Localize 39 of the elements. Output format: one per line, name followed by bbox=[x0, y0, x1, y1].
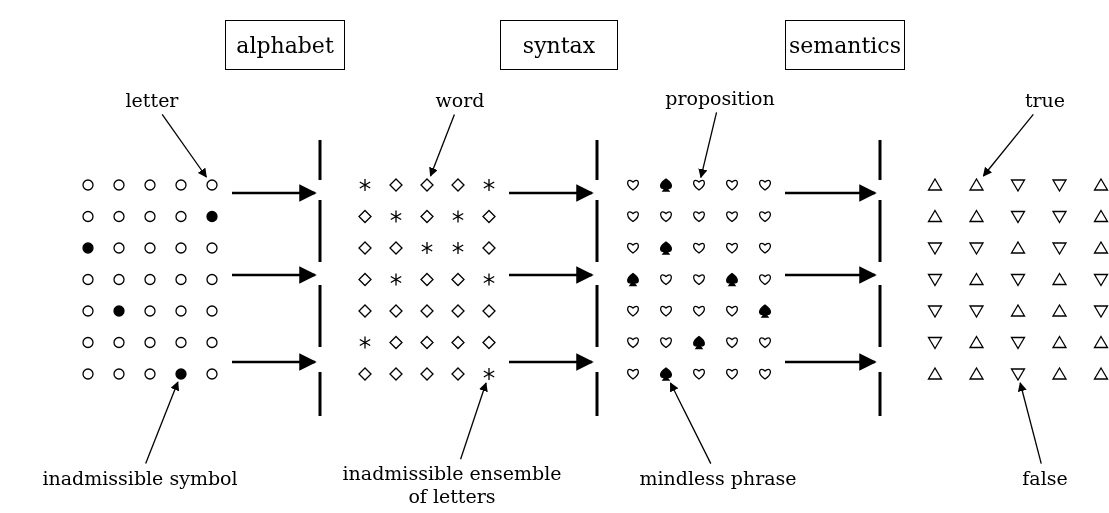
diamond-symbol bbox=[420, 178, 434, 192]
arrow bbox=[785, 184, 877, 202]
arrow bbox=[232, 184, 317, 202]
label-box: alphabet bbox=[225, 20, 345, 70]
arrow bbox=[232, 266, 317, 284]
callout-text: true bbox=[1024, 88, 1066, 112]
leader-line bbox=[429, 113, 456, 177]
circle-symbol bbox=[206, 179, 218, 191]
dot-symbol bbox=[175, 368, 187, 380]
barrier-line bbox=[878, 140, 882, 416]
triangle-symbol bbox=[968, 177, 985, 191]
arrow bbox=[509, 353, 594, 371]
leader-line bbox=[982, 113, 1034, 177]
arrow bbox=[509, 266, 594, 284]
barrier-line bbox=[595, 140, 599, 416]
label-box: syntax bbox=[500, 20, 618, 70]
heart-symbol bbox=[693, 179, 705, 191]
leader-line bbox=[669, 382, 712, 465]
arrow bbox=[785, 353, 877, 371]
leader-line bbox=[698, 111, 718, 179]
callout-text: inadmissible symbol bbox=[42, 466, 238, 490]
callout-text: inadmissible ensemble of letters bbox=[339, 462, 565, 508]
callout-text: proposition bbox=[665, 86, 775, 110]
callout-text: word bbox=[435, 88, 485, 112]
leader-line bbox=[161, 113, 207, 178]
leader-line bbox=[459, 382, 488, 460]
spade-symbol bbox=[660, 367, 672, 381]
arrow bbox=[509, 184, 594, 202]
triangle-symbol bbox=[1010, 368, 1026, 382]
arrow bbox=[785, 266, 877, 284]
arrow bbox=[232, 353, 317, 371]
leader-line bbox=[1017, 382, 1042, 465]
barrier-line bbox=[318, 140, 322, 416]
label-box: semantics bbox=[785, 20, 905, 70]
callout-text: letter bbox=[125, 88, 179, 112]
leader-line bbox=[145, 381, 180, 465]
callout-text: false bbox=[1022, 466, 1068, 490]
callout-text: mindless phrase bbox=[639, 466, 797, 490]
asterisk-symbol bbox=[483, 367, 495, 381]
